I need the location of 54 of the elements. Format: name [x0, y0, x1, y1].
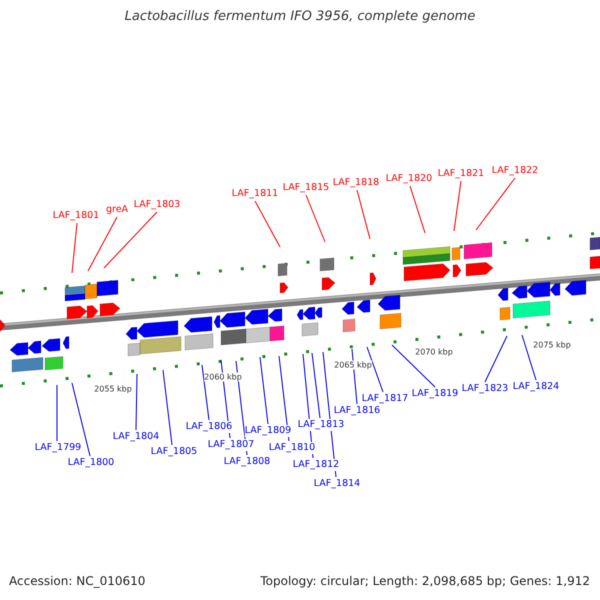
- leader-line: [254, 200, 280, 248]
- gene-label: LAF_1818: [332, 177, 380, 189]
- gene-label: LAF_1800: [68, 457, 114, 469]
- gene-label: LAF_1817: [362, 393, 408, 405]
- leader-line: [104, 212, 158, 268]
- scale-label: 2075 kbp: [533, 340, 571, 350]
- gene-label: LAF_1804: [112, 431, 160, 443]
- leader-line: [136, 374, 138, 430]
- leader-line: [162, 370, 172, 446]
- gene-label: LAF_1814: [314, 478, 360, 490]
- gene-label: LAF_1815: [282, 182, 330, 194]
- leader-line: [72, 382, 90, 456]
- scale-label: 2065 kbp: [334, 360, 372, 370]
- gene-label: LAF_1816: [334, 405, 380, 417]
- leader-line: [88, 216, 118, 272]
- leader-line: [454, 180, 462, 232]
- leader-line: [306, 194, 326, 242]
- gene-label: LAF_1813: [298, 419, 344, 431]
- gene-label: LAF_1823: [462, 383, 508, 395]
- gene-label: LAF_1807: [208, 439, 254, 451]
- gene-label: LAF_1812: [292, 459, 340, 471]
- leader-line: [410, 186, 426, 234]
- leader-line: [392, 344, 436, 388]
- gene-label: LAF_1819: [412, 388, 458, 400]
- accession-text: Accession: NC_010610: [9, 574, 146, 588]
- leader-line: [356, 190, 370, 240]
- gene-label: LAF_1809: [244, 425, 292, 437]
- gene-label: LAF_1822: [492, 165, 538, 177]
- gene-label: greA: [106, 204, 128, 216]
- leader-line: [56, 384, 58, 442]
- gene-label: LAF_1806: [186, 421, 232, 433]
- gene-label: LAF_1808: [224, 456, 270, 468]
- gene-label: LAF_1811: [232, 188, 278, 200]
- leader-line: [72, 222, 78, 274]
- gene-label: LAF_1821: [438, 168, 484, 180]
- leader-line: [522, 334, 536, 380]
- leader-line: [202, 364, 210, 420]
- scale-label: 2070 kbp: [415, 348, 453, 356]
- genome-summary-text: Topology: circular; Length: 2,098,685 bp; Genes: 1,912: [260, 574, 590, 588]
- gene-label: LAF_1801: [52, 210, 100, 222]
- leader-line: [278, 356, 290, 442]
- gene-label: LAF_1799: [34, 442, 82, 454]
- scale-label: 2055 kbp: [94, 384, 132, 394]
- leader-line: [312, 352, 320, 418]
- leader-line: [476, 178, 516, 230]
- gene-label: LAF_1820: [386, 173, 432, 185]
- gene-label: LAF_1824: [512, 381, 560, 393]
- leader-line: [484, 336, 508, 382]
- gene-label: LAF_1810: [268, 442, 316, 454]
- gene-label: LAF_1805: [150, 446, 198, 458]
- leader-line: [260, 356, 268, 424]
- leader-line: [366, 346, 384, 392]
- gene-label: LAF_1803: [134, 199, 180, 211]
- scale-label: 2060 kbp: [204, 372, 242, 382]
